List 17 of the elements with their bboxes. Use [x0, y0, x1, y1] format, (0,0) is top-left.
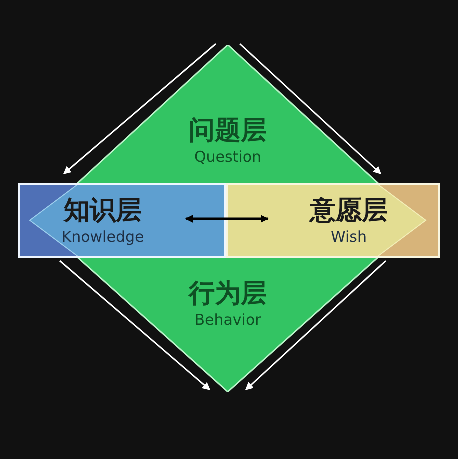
layer-subtitle: Knowledge — [62, 227, 144, 247]
arrow — [245, 260, 386, 391]
layer-triangle — [76, 45, 380, 183]
layer-subtitle: Wish — [331, 227, 367, 247]
double-arrow — [185, 215, 269, 223]
layer-title: 问题层 — [189, 115, 267, 147]
layer-title: 行为层 — [189, 278, 267, 310]
layer-subtitle: Question — [194, 147, 262, 167]
layer-band — [18, 183, 226, 258]
layer-title: 意愿层 — [310, 195, 388, 227]
arrow — [240, 43, 382, 175]
layer-subtitle: Behavior — [194, 310, 262, 330]
arrow — [63, 43, 216, 175]
layer-title: 知识层 — [64, 195, 142, 227]
layer-triangle — [76, 258, 380, 392]
layer-band — [226, 183, 440, 258]
arrow — [60, 260, 211, 391]
